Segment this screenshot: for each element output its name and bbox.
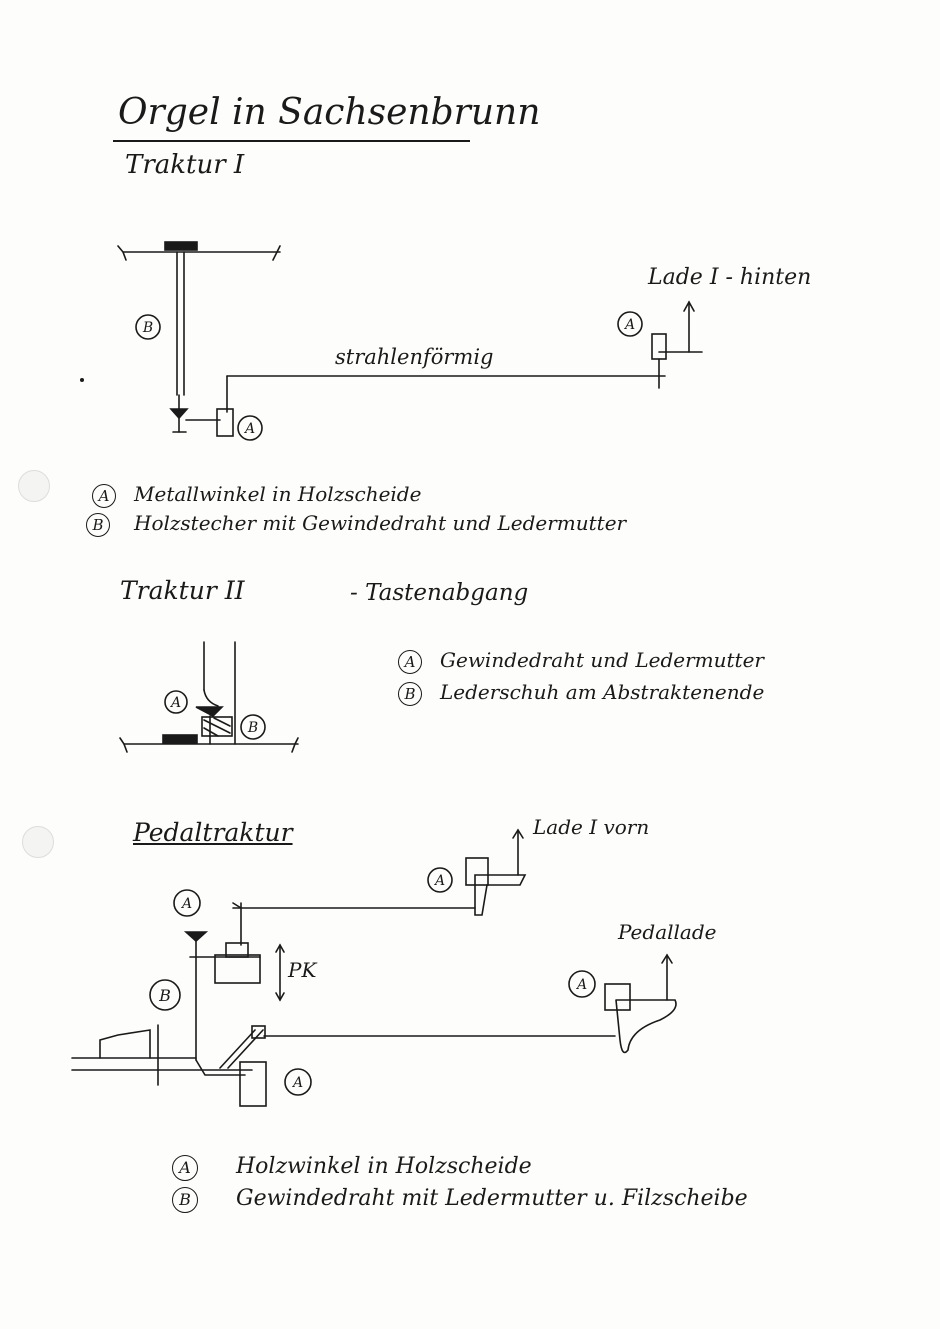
legend-text: Holzwinkel in Holzscheide [236, 1154, 532, 1179]
traktur1-label-strahlen: strahlenförmig [335, 345, 494, 369]
traktur2-diagram [119, 641, 299, 753]
pedal-marker-b [149, 979, 181, 1011]
pedal-diagram [71, 828, 677, 1107]
traktur1-marker-a-letter: A [243, 421, 255, 437]
traktur2-marker-b [240, 714, 266, 740]
pedal-marker-a-letter: A [575, 977, 587, 993]
legend-key: A [398, 650, 422, 674]
pedal-legend-b: B Gewindedraht mit Ledermutter u. Filzsch… [172, 1186, 748, 1213]
traktur1-label-lade: Lade I - hinten [648, 265, 812, 290]
pedal-lade-square [465, 857, 489, 886]
traktur1-key [164, 241, 198, 251]
legend-text: Gewindedraht und Ledermutter [440, 648, 764, 672]
traktur2-key [162, 734, 198, 744]
traktur1-marker-b-letter: B [142, 320, 153, 336]
legend-text: Lederschuh am Abstraktenende [440, 680, 765, 704]
pedal-lower-square [239, 1061, 267, 1107]
pedal-key [99, 1029, 151, 1059]
traktur2-subheading: - Tastenabgang [350, 580, 529, 606]
pedal-marker-a-letter: A [433, 873, 445, 889]
traktur1-legend-b: B Holzstecher mit Gewindedraht und Lederm… [86, 511, 626, 537]
pedal-pk-block [214, 954, 261, 984]
traktur1-square-lower [216, 408, 234, 437]
traktur1-marker-b [135, 314, 161, 340]
pedal-label-lade: Lade I vorn [533, 815, 650, 839]
traktur1-diagram [117, 241, 703, 441]
traktur2-marker-b-letter: B [247, 720, 258, 736]
pedal-lower-square-top [251, 1025, 266, 1039]
pedal-heading: Pedaltraktur [133, 818, 293, 847]
traktur1-legend-a: A Metallwinkel in Holzscheide [92, 482, 421, 508]
pedal-marker-a-letter: A [291, 1075, 303, 1091]
pedal-marker-a-letter: A [180, 896, 192, 912]
traktur1-marker-a-upper [617, 311, 643, 337]
legend-key: B [86, 513, 110, 537]
pedal-label-pedallade: Pedallade [618, 920, 717, 944]
traktur2-legend-a: A Gewindedraht und Ledermutter [398, 648, 764, 674]
pedal-marker-a-lower [284, 1068, 312, 1096]
legend-key: A [172, 1155, 198, 1181]
pedal-marker-a-pedallade [568, 970, 596, 998]
traktur2-heading: Traktur II [120, 576, 245, 605]
traktur1-beam-end-left [117, 245, 127, 261]
legend-text: Metallwinkel in Holzscheide [134, 482, 422, 506]
legend-key: B [172, 1187, 198, 1213]
pedal-lade-winkel [474, 874, 527, 916]
traktur2-marker-a-letter: A [169, 695, 181, 711]
stray-dot [80, 378, 84, 382]
pedal-pedallade-square [604, 983, 631, 1011]
pedal-marker-b-letter: B [158, 986, 171, 1005]
pedal-pedallade-winkel [615, 999, 677, 1054]
traktur2-legend-b: B Lederschuh am Abstraktenende [398, 680, 764, 706]
traktur1-square-upper [651, 333, 667, 360]
legend-text: Holzstecher mit Gewindedraht und Ledermu… [134, 511, 627, 535]
legend-text: Gewindedraht mit Ledermutter u. Filzsche… [236, 1186, 748, 1211]
pedal-lower-linkage [219, 1029, 256, 1069]
traktur1-heading: Traktur I [125, 150, 245, 180]
pedal-legend-a: A Holzwinkel in Holzscheide [172, 1154, 532, 1181]
traktur2-marker-a [164, 690, 188, 714]
traktur2-leather-nut [195, 706, 224, 717]
legend-key: B [398, 682, 422, 706]
punch-hole-bottom [22, 826, 54, 858]
traktur1-marker-a-lower [237, 415, 263, 441]
legend-key: A [92, 484, 116, 508]
page-title: Orgel in Sachsenbrunn [118, 92, 541, 133]
pedal-marker-a-lade [427, 867, 453, 893]
pedal-leather-nut [183, 931, 209, 943]
punch-hole-top [18, 470, 50, 502]
traktur1-marker-a-letter: A [623, 317, 635, 333]
title-underline [113, 140, 470, 142]
pedal-marker-a-upper [173, 889, 201, 917]
pedal-label-pk: PK [288, 958, 317, 982]
